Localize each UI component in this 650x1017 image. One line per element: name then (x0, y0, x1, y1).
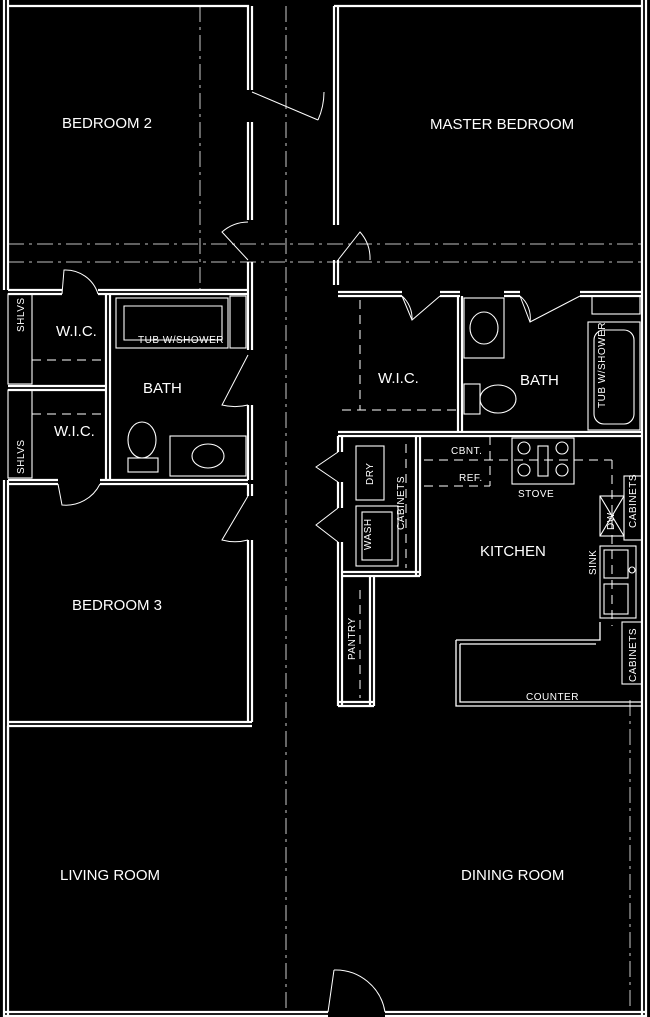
tub-left-ledge (229, 295, 247, 349)
washer-outline (355, 505, 399, 567)
sink-left-basin (191, 443, 225, 469)
label-sink: SINK (588, 550, 599, 575)
stove-outline (511, 437, 575, 485)
room-labels: BEDROOM 2 MASTER BEDROOM W.I.C. W.I.C. B… (54, 115, 574, 884)
tub-right-outline (587, 321, 641, 431)
label-counter: COUNTER (526, 692, 579, 703)
tub-left-outline (115, 297, 229, 349)
shelves-bottom-outline (7, 389, 33, 479)
tub-right-ledge (591, 295, 641, 315)
shelves-top-outline (7, 293, 33, 385)
label-master-bedroom: MASTER BEDROOM (430, 116, 574, 133)
kitchen-sink-bowl-1 (603, 549, 629, 579)
label-lower-cabinets: CABINETS (628, 628, 639, 682)
toilet-right-tank (463, 383, 481, 415)
toilet-left-tank (127, 457, 159, 473)
label-refrigerator: REF. (459, 473, 483, 484)
label-cabinet-short: CBNT. (451, 446, 482, 457)
label-dryer: DRY (365, 463, 376, 485)
toilet-right-bowl (479, 384, 517, 414)
vanity-right (463, 297, 505, 359)
label-pantry: PANTRY (347, 617, 358, 660)
burner-1 (517, 441, 531, 455)
washer-drum (361, 511, 393, 561)
label-shelves-top: SHLVS (16, 297, 27, 332)
label-wic-left-top: W.I.C. (56, 323, 97, 340)
tub-right-basin (593, 329, 635, 425)
upper-cabinets-outline (623, 475, 643, 541)
label-bath-left: BATH (143, 380, 182, 397)
dimension-lines (8, 6, 642, 1012)
label-living-room: LIVING ROOM (60, 867, 160, 884)
label-kitchen: KITCHEN (480, 543, 546, 560)
label-shelves-bottom: SHLVS (16, 439, 27, 474)
label-bedroom3: BEDROOM 3 (72, 597, 162, 614)
label-wic-left-bottom: W.I.C. (54, 423, 95, 440)
kitchen-sink-bowl-2 (603, 583, 629, 615)
sink-right-basin (469, 311, 499, 345)
label-wic-right: W.I.C. (378, 370, 419, 387)
dryer-outline (355, 445, 385, 501)
label-washer: WASH (363, 518, 374, 550)
burner-2 (555, 441, 569, 455)
doors (57, 91, 581, 1013)
label-upper-cabinets: CABINETS (628, 474, 639, 528)
label-dishwasher: DW (606, 512, 617, 530)
label-tub-left: TUB W/SHOWER (138, 335, 224, 346)
toilet-left-bowl (127, 421, 157, 459)
label-stove: STOVE (518, 489, 554, 500)
label-bath-right: BATH (520, 372, 559, 389)
vanity-left (169, 435, 247, 477)
tub-left-basin (123, 305, 223, 341)
fixtures (7, 293, 643, 698)
lower-cabinets-outline (621, 621, 643, 685)
burner-4 (555, 463, 569, 477)
label-tub-right: TUB W/SHOWER (597, 322, 608, 408)
label-bedroom2: BEDROOM 2 (62, 115, 152, 132)
label-dining-room: DINING ROOM (461, 867, 564, 884)
burner-3 (517, 463, 531, 477)
stove-panel (537, 445, 549, 477)
fixture-labels: SHLVS SHLVS TUB W/SHOWER TUB W/SHOWER CB… (16, 297, 639, 703)
faucet (628, 566, 636, 574)
label-laundry-cabinets: CABINETS (396, 476, 407, 530)
kitchen-sink-outline (599, 545, 637, 619)
